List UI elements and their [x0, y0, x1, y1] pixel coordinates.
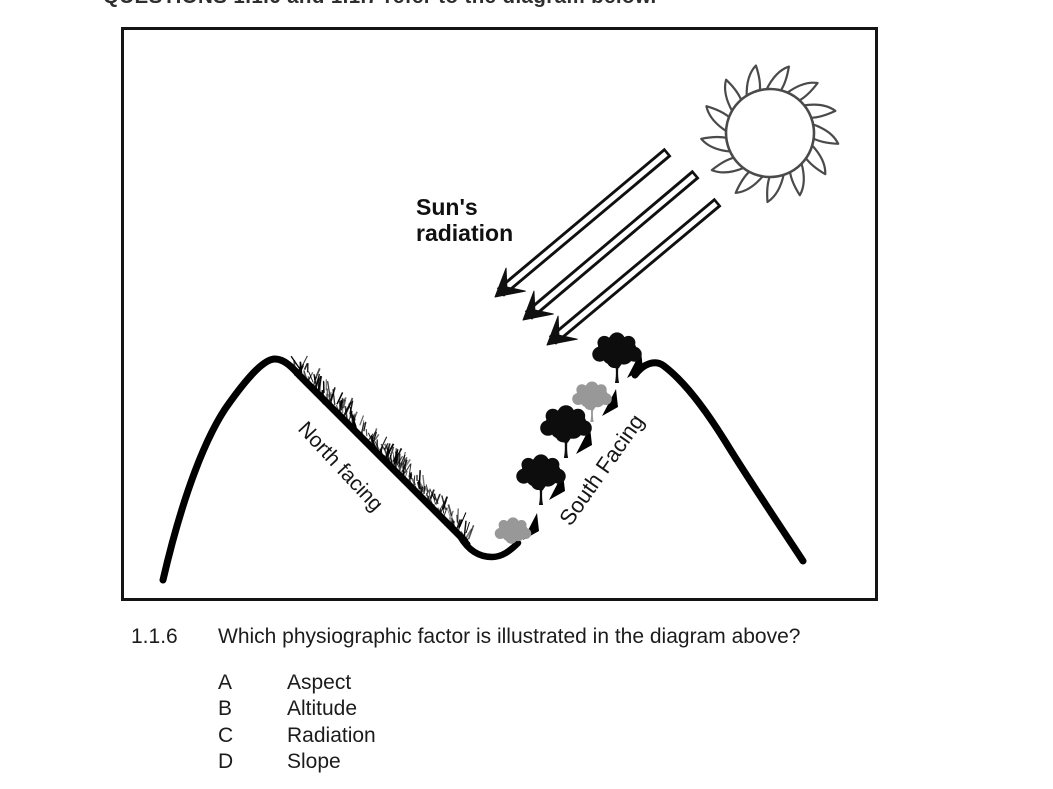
diagram-illustration: [159, 64, 840, 584]
sun-label-line2: radiation: [416, 220, 514, 246]
option-row: A Aspect: [218, 670, 376, 696]
option-letter: D: [218, 750, 234, 774]
option-label: Radiation: [287, 723, 376, 747]
left-mountain-outline: [159, 355, 469, 584]
question-text: Which physiographic factor is illustrate…: [218, 625, 801, 648]
question-number: 1.1.6: [131, 625, 178, 648]
sun-icon: [700, 64, 840, 204]
sun-radiation-arrows: [494, 147, 722, 346]
question-line: 1.1.6 Which physiographic factor is illu…: [131, 625, 800, 649]
valley-outline: [456, 532, 522, 561]
option-letter: C: [218, 723, 234, 747]
diagram-box: Sun's radiation North facing South Facin…: [121, 27, 878, 601]
sun-radiation-label: Sun's radiation: [416, 194, 513, 246]
option-label: Altitude: [287, 697, 358, 721]
sun-label-line1: Sun's: [416, 194, 478, 220]
option-label: Aspect: [287, 671, 352, 694]
option-row: B Altitude: [218, 696, 376, 722]
option-letter: B: [218, 697, 233, 721]
cropped-header-text: QUESTIONS 1.1.6 and 1.1.7 refer to the d…: [103, 0, 657, 9]
option-letter: A: [218, 671, 233, 694]
option-label: Slope: [287, 750, 341, 774]
south-slope-trees: [494, 332, 642, 544]
right-mountain-outline: [631, 359, 807, 565]
north-slope-grass: [290, 355, 475, 547]
option-row: C Radiation: [218, 723, 376, 749]
option-row: D Slope: [218, 749, 376, 775]
options-list: A Aspect B Altitude C Radiation D Slope: [218, 670, 376, 776]
